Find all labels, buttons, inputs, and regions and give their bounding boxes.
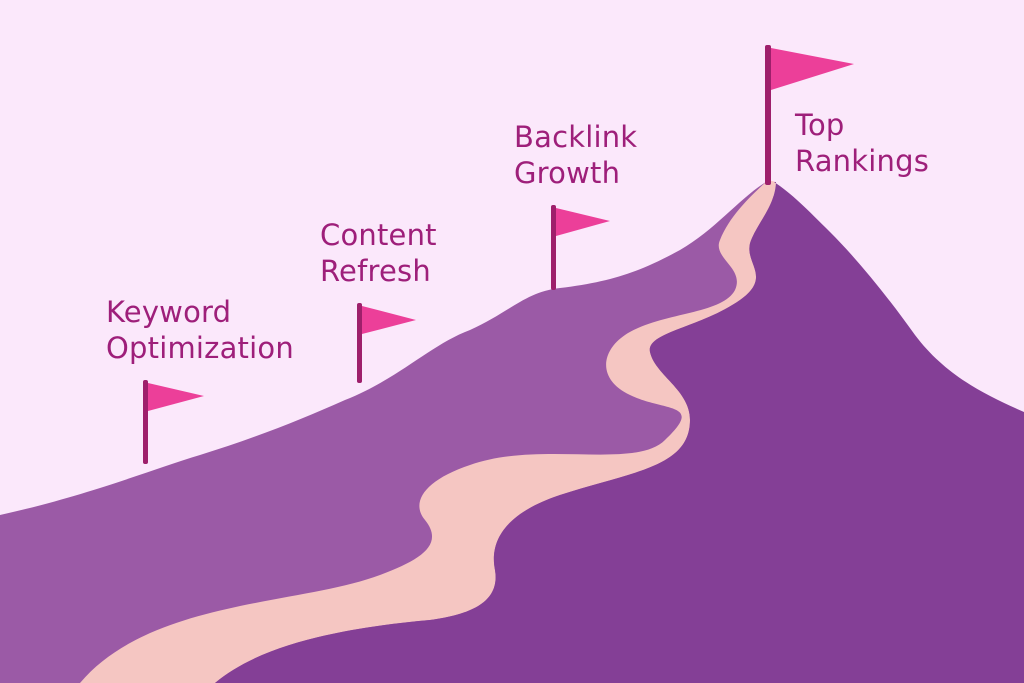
milestone-label-keyword-optimization: Keyword Optimization: [106, 294, 294, 366]
label-line: Optimization: [106, 331, 294, 365]
flag-pole: [765, 45, 771, 185]
flag-4: [765, 45, 854, 185]
milestone-label-content-refresh: Content Refresh: [320, 217, 437, 289]
flag-pole: [357, 303, 362, 383]
label-line: Keyword: [106, 295, 232, 329]
label-line: Backlink: [514, 120, 638, 154]
flag-1: [143, 380, 204, 464]
milestone-label-backlink-growth: Backlink Growth: [514, 119, 637, 191]
winding-path: [80, 180, 776, 683]
label-line: Rankings: [795, 144, 930, 178]
flag-2: [357, 303, 416, 383]
milestone-label-top-rankings: Top Rankings: [795, 107, 929, 179]
flag-icon: [148, 383, 204, 411]
flag-icon: [556, 208, 610, 236]
label-line: Top: [795, 108, 845, 142]
label-line: Content: [320, 218, 437, 252]
flag-icon: [771, 48, 854, 90]
label-line: Refresh: [320, 254, 431, 288]
flag-3: [551, 205, 610, 290]
flag-icon: [362, 306, 416, 334]
flag-pole: [551, 205, 556, 290]
label-line: Growth: [514, 156, 621, 190]
flag-pole: [143, 380, 148, 464]
front-peak: [215, 182, 1024, 683]
